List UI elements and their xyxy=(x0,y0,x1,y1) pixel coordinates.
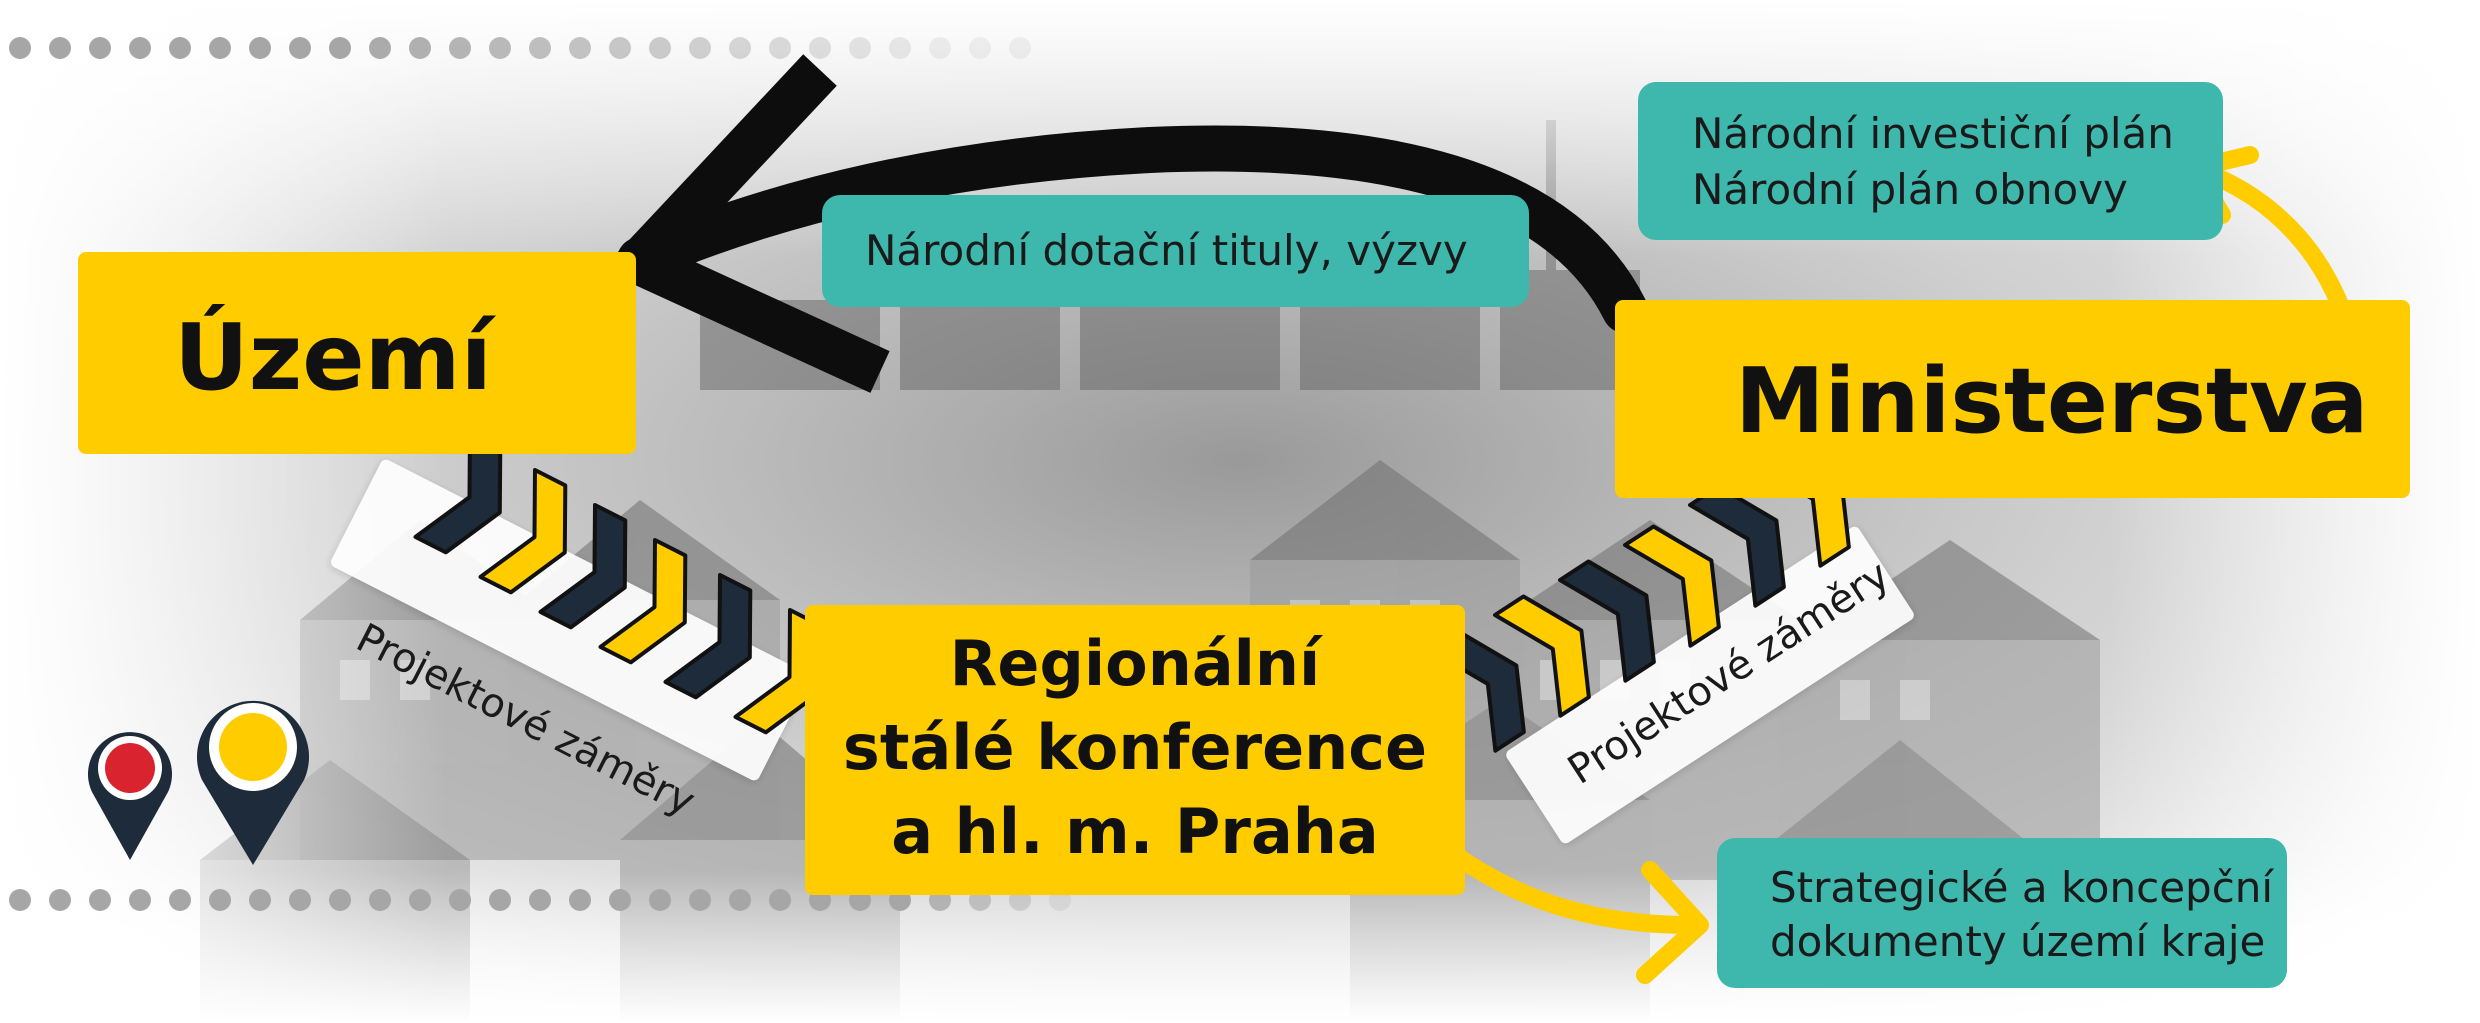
rule-dot xyxy=(9,889,31,911)
rule-dot xyxy=(689,889,711,911)
callout-narodni-dotacni: Národní dotační tituly, výzvy xyxy=(822,195,1529,307)
rule-dot xyxy=(809,37,831,59)
callout-narodni-plany-line-1: Národní investiční plán xyxy=(1692,109,2174,158)
chevron-left-4 xyxy=(598,538,688,665)
rule-dot xyxy=(1009,37,1031,59)
node-uzemi: Území xyxy=(78,252,636,454)
node-regionalni-line-2: stálé konference xyxy=(842,711,1428,784)
node-regionalni-line-1: Regionální xyxy=(949,627,1321,700)
rule-dot xyxy=(289,37,311,59)
rule-dot xyxy=(449,37,471,59)
rule-dot xyxy=(649,889,671,911)
callout-narodni-dotacni-text: Národní dotační tituly, výzvy xyxy=(865,226,1468,275)
rule-dot xyxy=(649,37,671,59)
rule-dot xyxy=(609,889,631,911)
rule-dot xyxy=(689,37,711,59)
rule-dot xyxy=(529,889,551,911)
rule-dot xyxy=(409,37,431,59)
rule-dot xyxy=(489,37,511,59)
rule-dot xyxy=(209,37,231,59)
rule-dot xyxy=(849,37,871,59)
dotted-rule-top xyxy=(9,37,1031,59)
rule-dot xyxy=(9,37,31,59)
rule-dot xyxy=(929,37,951,59)
dotted-rule-bottom xyxy=(9,889,1071,911)
chevron-left-3 xyxy=(538,503,628,630)
chevron-right-3 xyxy=(1558,559,1656,683)
callout-strategicke-line-2: dokumenty území kraje xyxy=(1770,917,2266,966)
rule-dot xyxy=(49,37,71,59)
rule-dot xyxy=(449,889,471,911)
rule-dot xyxy=(249,37,271,59)
rule-dot xyxy=(489,889,511,911)
rule-dot xyxy=(209,889,231,911)
rule-dot xyxy=(129,37,151,59)
rule-dot xyxy=(769,37,791,59)
rule-dot xyxy=(249,889,271,911)
rule-dot xyxy=(329,889,351,911)
rule-dot xyxy=(169,37,191,59)
chevron-left-2 xyxy=(478,468,568,595)
rule-dot xyxy=(89,889,111,911)
callout-narodni-plany-line-2: Národní plán obnovy xyxy=(1692,165,2128,214)
rule-dot xyxy=(569,37,591,59)
rule-dot xyxy=(529,37,551,59)
rule-dot xyxy=(49,889,71,911)
node-regionalni: Regionální stálé konference a hl. m. Pra… xyxy=(805,605,1465,895)
node-uzemi-label: Území xyxy=(174,304,493,411)
rule-dot xyxy=(729,889,751,911)
callout-strategicke-line-1: Strategické a koncepční xyxy=(1770,863,2274,912)
map-pin-yellow-icon xyxy=(197,700,309,865)
rule-dot xyxy=(769,889,791,911)
rule-dot xyxy=(289,889,311,911)
node-ministerstva-label: Ministerstva xyxy=(1735,349,2369,454)
rule-dot xyxy=(169,889,191,911)
rule-dot xyxy=(89,37,111,59)
rule-dot xyxy=(889,37,911,59)
callout-strategicke: Strategické a koncepční dokumenty území … xyxy=(1717,838,2287,988)
callout-narodni-plany: Národní investiční plán Národní plán obn… xyxy=(1638,82,2223,240)
rule-dot xyxy=(369,37,391,59)
node-regionalni-line-3: a hl. m. Praha xyxy=(891,795,1379,868)
node-ministerstva: Ministerstva xyxy=(1615,300,2410,498)
rule-dot xyxy=(409,889,431,911)
rule-dot xyxy=(729,37,751,59)
rule-dot xyxy=(609,37,631,59)
rule-dot xyxy=(129,889,151,911)
rule-dot xyxy=(569,889,591,911)
map-pin-red-icon xyxy=(88,732,172,860)
rule-dot xyxy=(969,37,991,59)
chevron-right-4 xyxy=(1623,524,1721,648)
chevron-right-2 xyxy=(1493,594,1591,718)
rule-dot xyxy=(369,889,391,911)
chevron-left-5 xyxy=(663,573,753,700)
rule-dot xyxy=(329,37,351,59)
